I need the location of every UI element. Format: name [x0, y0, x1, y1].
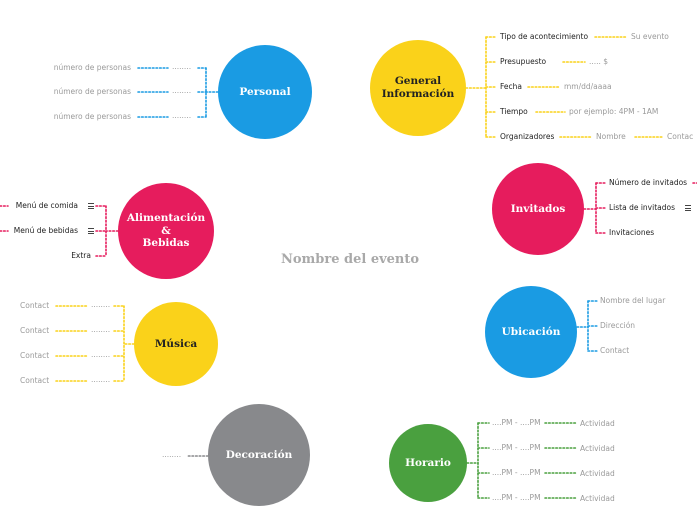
- schedule-activity-item[interactable]: Actividad: [580, 419, 615, 428]
- food-menu-note-icon[interactable]: [88, 203, 94, 209]
- music-node[interactable]: Música: [134, 302, 218, 386]
- food-drinks-label-2: &: [161, 224, 171, 237]
- venue-name-item[interactable]: Nombre del lugar: [600, 296, 666, 305]
- guests-node-label: Invitados: [510, 202, 566, 215]
- general-info-label-1: General: [394, 75, 442, 88]
- personal-item[interactable]: número de personas: [53, 63, 131, 72]
- schedule-activity-item[interactable]: Actividad: [580, 469, 615, 478]
- address-item[interactable]: Dirección: [600, 321, 636, 330]
- schedule-time-item[interactable]: ....PM - ....PM: [492, 443, 541, 452]
- schedule-activity-item[interactable]: Actividad: [580, 444, 615, 453]
- general-info-label-2: Información: [381, 88, 455, 100]
- personal-item[interactable]: número de personas: [53, 87, 131, 96]
- music-placeholder[interactable]: ........: [91, 350, 111, 359]
- schedule-time-item[interactable]: ....PM - ....PM: [492, 493, 541, 502]
- schedule-node[interactable]: Horario: [389, 424, 467, 502]
- general-value-date[interactable]: mm/dd/aaaa: [564, 82, 612, 91]
- music-contact-item[interactable]: Contact: [20, 376, 50, 385]
- general-label-date[interactable]: Fecha: [500, 82, 522, 91]
- location-contact-item[interactable]: Contact: [600, 346, 630, 355]
- drinks-menu-note-icon[interactable]: [88, 228, 94, 234]
- music-placeholder[interactable]: ........: [91, 300, 111, 309]
- general-label-time[interactable]: Tiempo: [500, 107, 528, 116]
- food-drinks-label-1: Alimentación: [126, 212, 206, 225]
- guest-list-note-icon[interactable]: [685, 205, 691, 211]
- general-label-organizers[interactable]: Organizadores: [500, 132, 555, 141]
- guest-list-item[interactable]: Lista de invitados: [609, 203, 676, 212]
- general-value-contact[interactable]: Contac: [667, 132, 694, 141]
- general-value-time[interactable]: por ejemplo: 4PM - 1AM: [569, 107, 659, 116]
- schedule-node-label: Horario: [405, 456, 451, 469]
- schedule-time-item[interactable]: ....PM - ....PM: [492, 468, 541, 477]
- music-placeholder[interactable]: ........: [91, 375, 111, 384]
- music-contact-item[interactable]: Contact: [20, 301, 50, 310]
- general-info-node[interactable]: General Información: [370, 40, 466, 136]
- location-node[interactable]: Ubicación: [485, 286, 577, 378]
- decoration-node-label: Decoración: [225, 448, 293, 461]
- food-drinks-node[interactable]: Alimentación & Bebidas: [118, 183, 214, 279]
- general-label-type[interactable]: Tipo de acontecimiento: [500, 32, 589, 41]
- general-value-type[interactable]: Su evento: [631, 32, 669, 41]
- decoration-node[interactable]: Decoración: [208, 404, 310, 506]
- personal-node-label: Personal: [239, 85, 291, 98]
- music-placeholder[interactable]: ........: [91, 325, 111, 334]
- music-node-label: Música: [154, 337, 198, 350]
- personal-placeholder[interactable]: ........: [172, 62, 192, 71]
- personal-node[interactable]: Personal: [218, 45, 312, 139]
- schedule-time-item[interactable]: ....PM - ....PM: [492, 418, 541, 427]
- drinks-menu-item[interactable]: Menú de bebidas: [13, 226, 78, 235]
- general-value-budget[interactable]: ..... $: [589, 57, 609, 66]
- extra-item[interactable]: Extra: [71, 251, 91, 260]
- location-node-label: Ubicación: [501, 325, 561, 338]
- personal-placeholder[interactable]: ........: [172, 111, 192, 120]
- food-menu-item[interactable]: Menú de comida: [15, 201, 78, 210]
- personal-item[interactable]: número de personas: [53, 112, 131, 121]
- invitations-item[interactable]: Invitaciones: [609, 228, 655, 237]
- general-value-organizers[interactable]: Nombre: [596, 132, 626, 141]
- event-title[interactable]: Nombre del evento: [280, 252, 420, 267]
- guest-count-item[interactable]: Número de invitados: [609, 178, 688, 187]
- general-label-budget[interactable]: Presupuesto: [500, 57, 547, 66]
- schedule-activity-item[interactable]: Actividad: [580, 494, 615, 503]
- guests-node[interactable]: Invitados: [492, 163, 584, 255]
- food-drinks-label-3: Bebidas: [142, 237, 190, 250]
- music-contact-item[interactable]: Contact: [20, 351, 50, 360]
- personal-placeholder[interactable]: ........: [172, 86, 192, 95]
- decoration-placeholder[interactable]: ........: [162, 450, 182, 459]
- music-contact-item[interactable]: Contact: [20, 326, 50, 335]
